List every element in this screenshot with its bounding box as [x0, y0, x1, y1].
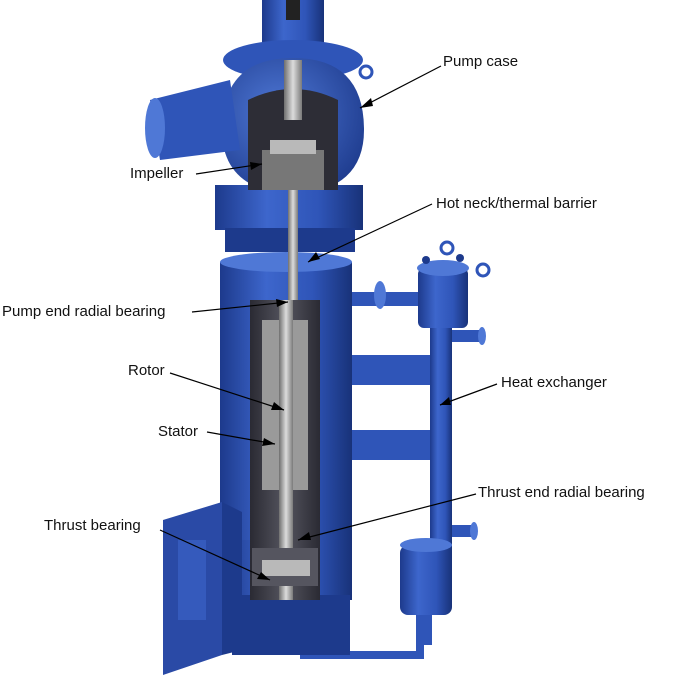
motor-housing — [220, 252, 352, 655]
label-impeller: Impeller — [130, 165, 184, 182]
leader-rotor — [169, 372, 285, 411]
leader-hot-neck — [307, 203, 433, 263]
label-pump-case: Pump case — [443, 53, 519, 70]
terminal-box — [163, 502, 242, 675]
label-rotor: Rotor — [128, 362, 165, 379]
label-stator: Stator — [158, 423, 199, 440]
label-thrust-end-radial-bearing: Thrust end radial bearing — [478, 484, 645, 501]
leader-thrust-bearing — [159, 529, 271, 581]
pump-case — [145, 0, 374, 300]
label-hot-neck: Hot neck/thermal barrier — [436, 195, 597, 212]
label-heat-exchanger: Heat exchanger — [501, 374, 607, 391]
leader-pump-end-radial-bearing — [191, 301, 289, 313]
leader-arrowheads — [250, 98, 451, 580]
leader-pump-case — [359, 65, 442, 109]
leader-thrust-end-radial-bearing — [297, 493, 477, 541]
label-pump-end-radial-bearing: Pump end radial bearing — [2, 303, 166, 320]
label-thrust-bearing: Thrust bearing — [44, 517, 141, 534]
